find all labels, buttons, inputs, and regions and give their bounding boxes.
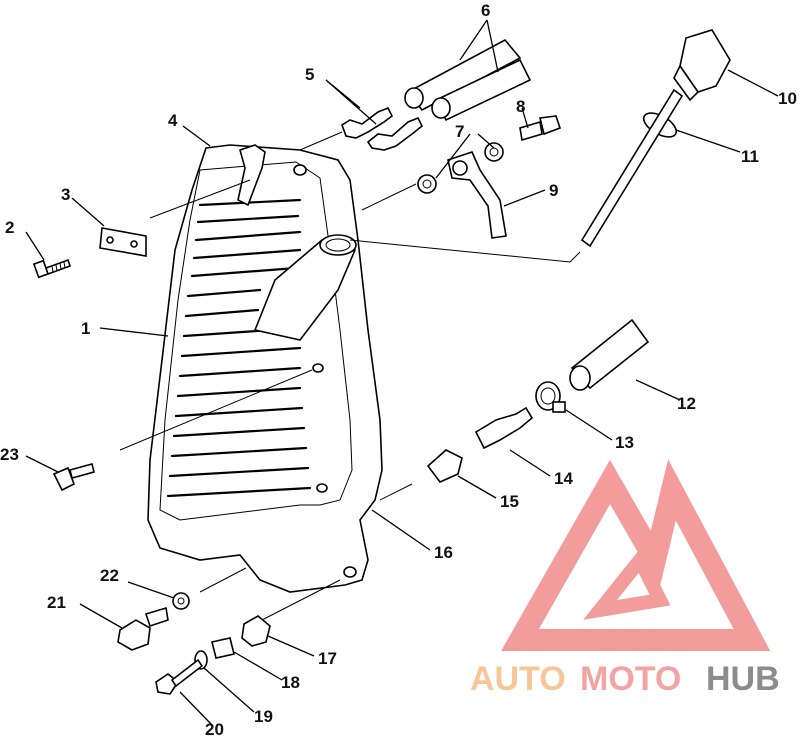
callout-14: 14 <box>554 469 573 488</box>
dipstick-rod <box>580 88 684 248</box>
callout-1: 1 <box>81 319 90 338</box>
clamp-13 <box>535 381 566 413</box>
callout-20: 20 <box>205 720 224 739</box>
fitting-14 <box>474 406 534 450</box>
callout-16: 16 <box>434 543 453 562</box>
callout-15: 15 <box>500 492 519 511</box>
dipstick-cap-10 <box>673 29 731 102</box>
screw-2 <box>32 258 72 279</box>
top-bracket <box>237 144 266 207</box>
plate-3 <box>99 227 147 257</box>
callout-6: 6 <box>481 1 490 20</box>
callout-19: 19 <box>254 707 273 726</box>
callout-4: 4 <box>168 111 178 130</box>
bolt-23 <box>52 463 95 492</box>
grommet-17 <box>241 615 271 647</box>
fittings-5 <box>341 106 424 151</box>
callout-13: 13 <box>615 433 634 452</box>
callout-7: 7 <box>455 122 464 141</box>
callout-5: 5 <box>305 65 314 84</box>
oil-line-9 <box>447 151 507 239</box>
callout-21: 21 <box>47 593 66 612</box>
wordmark-hub: HUB <box>706 660 780 698</box>
spacer-18 <box>211 637 235 659</box>
callout-2: 2 <box>5 218 14 237</box>
callout-12: 12 <box>677 394 696 413</box>
bolt-8 <box>519 115 562 142</box>
callout-22: 22 <box>100 566 119 585</box>
leader-lines <box>25 19 779 726</box>
automotohub-logo <box>501 459 771 651</box>
automotohub-wordmark: AUTO MOTO HUB <box>470 660 780 698</box>
callout-9: 9 <box>549 181 558 200</box>
callout-3: 3 <box>61 185 70 204</box>
washers-7 <box>417 142 504 194</box>
washer-22 <box>172 592 190 610</box>
wordmark-moto: MOTO <box>580 660 681 698</box>
callout-23: 23 <box>0 445 19 464</box>
bolt-20 <box>155 658 204 695</box>
hoses-6 <box>404 38 532 122</box>
oil-tank <box>147 144 383 593</box>
wordmark-auto: AUTO <box>470 660 566 698</box>
callout-10: 10 <box>778 89 797 108</box>
callout-17: 17 <box>318 649 337 668</box>
filler-neck <box>253 234 357 341</box>
sensor-15 <box>426 449 463 483</box>
tank-ribs <box>166 198 312 498</box>
callout-11: 11 <box>741 147 759 166</box>
callout-18: 18 <box>281 673 300 692</box>
drain-bolt-21 <box>117 606 169 651</box>
hose-12 <box>569 318 650 391</box>
callout-8: 8 <box>516 97 525 116</box>
